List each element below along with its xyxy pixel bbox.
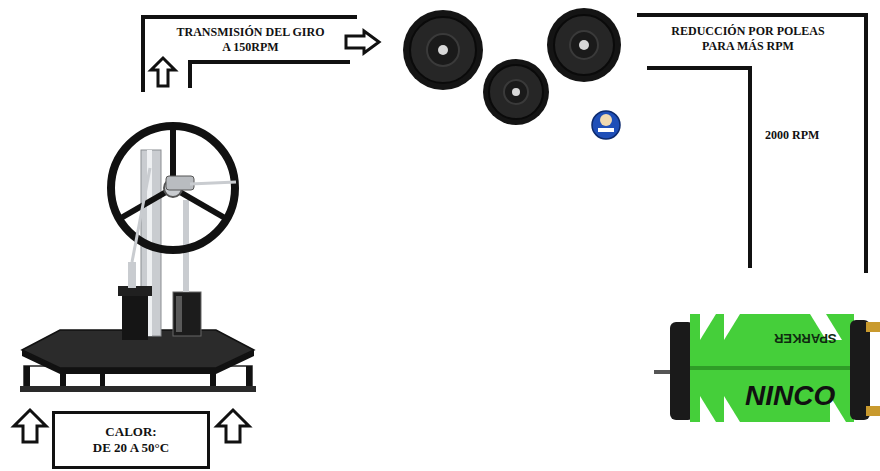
pulley bbox=[547, 8, 621, 82]
stirling-engine bbox=[20, 126, 256, 392]
logo bbox=[592, 111, 620, 139]
heat-arrow bbox=[14, 410, 46, 442]
transmission-bracket bbox=[143, 17, 357, 92]
up-arrow bbox=[151, 58, 175, 86]
heat-arrow bbox=[217, 410, 249, 442]
pulley bbox=[403, 10, 483, 90]
motor-print: NINCO bbox=[745, 378, 835, 413]
annotation-text: TRANSMISIÓN DEL GIRO A 150RPM bbox=[174, 25, 327, 55]
process-box: CALOR:DE 20 A 50°C bbox=[52, 411, 210, 469]
box-text: DE 20 A 50°C bbox=[93, 440, 169, 456]
pulley bbox=[483, 59, 549, 125]
reduction-bracket bbox=[637, 15, 866, 273]
annotation-text: REDUCCIÓN POR POLEAS PARA MÁS RPM bbox=[666, 24, 830, 54]
right-arrow bbox=[346, 31, 379, 53]
motor bbox=[654, 314, 880, 422]
annotation-text: 2000 RPM bbox=[765, 128, 819, 143]
motor-print: SPARKER bbox=[774, 330, 837, 346]
box-heading: CALOR: bbox=[105, 424, 156, 440]
